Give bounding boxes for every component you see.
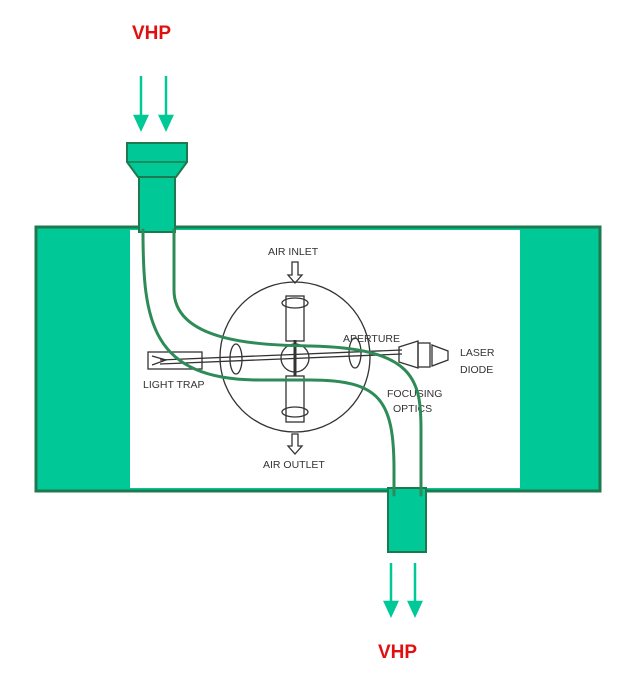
aperture-ring (348, 337, 362, 369)
outlet-arrow-1 (383, 600, 399, 618)
label-air-outlet: AIR OUTLET (263, 459, 325, 471)
inlet-arrow-2 (158, 114, 174, 132)
inlet-funnel (126, 142, 188, 178)
light-trap (147, 351, 203, 370)
label-air-inlet: AIR INLET (268, 246, 319, 258)
inlet-pipe (138, 176, 176, 233)
focusing-optics (398, 340, 419, 369)
outlet-pipe (387, 487, 427, 553)
label-focusing: FOCUSING (387, 388, 442, 400)
label-diode: DIODE (460, 364, 493, 376)
laser-diode (417, 342, 431, 368)
outlet-arrow-2 (407, 600, 423, 618)
air-inlet-arrow (286, 261, 304, 284)
outlet-arrows (383, 563, 423, 618)
vhp-flow-line-right (172, 228, 423, 497)
vhp-flow-path (141, 228, 423, 497)
label-light-trap: LIGHT TRAP (143, 379, 204, 391)
optical-sensor-sketch (147, 261, 449, 455)
inlet-arrows (133, 76, 174, 132)
label-optics: OPTICS (393, 403, 432, 415)
vhp-inlet-label: VHP (132, 23, 172, 44)
left-lens (229, 343, 243, 375)
inlet-arrow-1 (133, 114, 149, 132)
label-aperture: APERTURE (343, 333, 400, 345)
air-outlet-ring (281, 406, 309, 418)
vhp-outlet-label: VHP (378, 642, 418, 663)
air-outlet-arrow (286, 433, 304, 455)
air-inlet-ring (281, 297, 309, 309)
vhp-flow-line-left (141, 228, 396, 497)
label-laser: LASER (460, 347, 495, 359)
